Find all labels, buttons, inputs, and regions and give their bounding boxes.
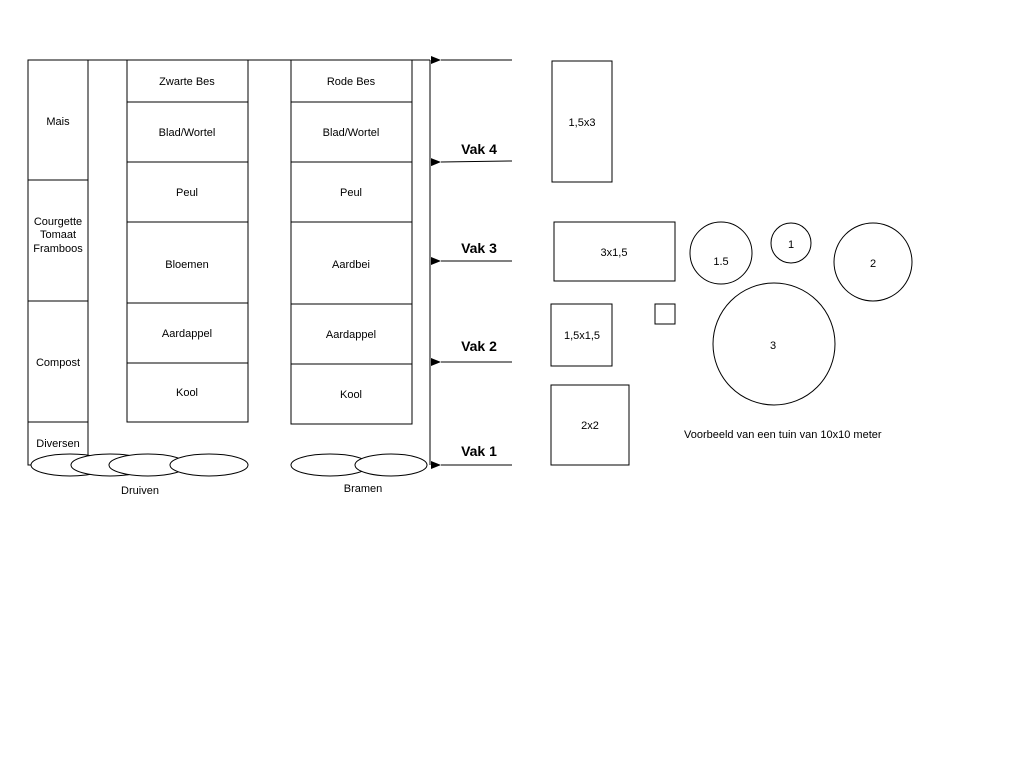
bed-3x1-5 bbox=[553, 221, 676, 282]
circle-2 bbox=[833, 222, 913, 302]
vak-2-label: Vak 2 bbox=[461, 338, 497, 354]
left-label-courgette: Courgette bbox=[34, 216, 82, 228]
druiven-row: Druiven bbox=[30, 453, 249, 497]
circle-1-5-label: 1.5 bbox=[713, 256, 728, 268]
druiven-label: Druiven bbox=[121, 485, 159, 497]
left-column: Mais Courgette Tomaat Framboos Compost D… bbox=[27, 59, 89, 466]
vak-4-label: Vak 4 bbox=[461, 141, 497, 157]
bed-2x2-label: 2x2 bbox=[581, 420, 599, 432]
bed2-aardappel: Aardappel bbox=[326, 329, 376, 341]
left-label-tomaat: Tomaat bbox=[40, 229, 76, 241]
vak-3-label: Vak 3 bbox=[461, 240, 497, 256]
circle-2-label: 2 bbox=[870, 258, 876, 270]
left-label-mais: Mais bbox=[46, 116, 70, 128]
bed2-kool: Kool bbox=[340, 389, 362, 401]
bed-1-5x1-5-label: 1,5x1,5 bbox=[564, 330, 600, 342]
vak-1-label: Vak 1 bbox=[461, 443, 497, 459]
caption: Voorbeeld van een tuin van 10x10 meter bbox=[684, 429, 882, 441]
left-label-compost: Compost bbox=[36, 357, 80, 369]
circle-3 bbox=[712, 282, 836, 406]
bed-1-5x3 bbox=[551, 60, 613, 183]
bramen-label: Bramen bbox=[344, 483, 383, 495]
bed-2x2 bbox=[550, 384, 630, 466]
bed-1-5x3-label: 1,5x3 bbox=[569, 117, 596, 129]
bed-1-5x1-5 bbox=[550, 303, 613, 367]
bed1-zwarte-bes: Zwarte Bes bbox=[159, 76, 215, 88]
circle-1 bbox=[770, 222, 812, 264]
bed1-blad-wortel: Blad/Wortel bbox=[159, 127, 216, 139]
bed1-peul: Peul bbox=[176, 187, 198, 199]
bed1-kool: Kool bbox=[176, 387, 198, 399]
left-label-diversen: Diversen bbox=[36, 438, 79, 450]
vak-arrows: Vak 4 Vak 3 Vak 2 Vak 1 bbox=[430, 56, 513, 469]
circle-1-5 bbox=[689, 221, 753, 285]
example-beds: 1,5x3 3x1,5 1,5x1,5 2x2 bbox=[550, 60, 676, 466]
circle-3-label: 3 bbox=[770, 340, 776, 352]
bramen-row: Bramen bbox=[290, 453, 428, 495]
bed1-aardappel: Aardappel bbox=[162, 328, 212, 340]
bed1-bloemen: Bloemen bbox=[165, 259, 208, 271]
bed2-aardbei: Aardbei bbox=[332, 259, 370, 271]
bed2-blad-wortel: Blad/Wortel bbox=[323, 127, 380, 139]
bed2-rode-bes: Rode Bes bbox=[327, 76, 376, 88]
arrow-vak-4 bbox=[430, 158, 513, 167]
small-square bbox=[654, 303, 676, 325]
bed-column-2: Rode Bes Blad/Wortel Peul Aardbei Aardap… bbox=[290, 59, 413, 425]
bed-3x1-5-label: 3x1,5 bbox=[601, 247, 628, 259]
left-label-framboos: Framboos bbox=[33, 243, 83, 255]
example-circles: 1.5 1 2 3 bbox=[689, 221, 913, 406]
bed-column-1: Zwarte Bes Blad/Wortel Peul Bloemen Aard… bbox=[126, 59, 249, 423]
circle-1-label: 1 bbox=[788, 239, 794, 251]
bed2-peul: Peul bbox=[340, 187, 362, 199]
